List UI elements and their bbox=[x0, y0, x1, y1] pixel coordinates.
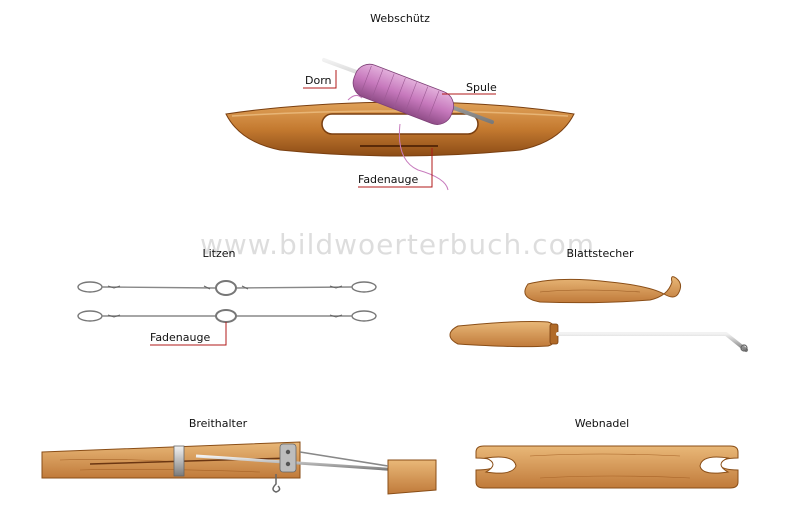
title-litzen: Litzen bbox=[202, 247, 236, 260]
title-webschuetz: Webschütz bbox=[370, 12, 430, 25]
label-fadenauge-shuttle: Fadenauge bbox=[358, 173, 419, 186]
title-blattstecher: Blattstecher bbox=[566, 247, 634, 260]
shuttle-illustration bbox=[225, 58, 575, 191]
reed-hook-illustration bbox=[449, 276, 748, 352]
heddles-illustration bbox=[77, 280, 377, 346]
label-fadenauge-heddle: Fadenauge bbox=[150, 331, 211, 344]
label-dorn: Dorn bbox=[305, 74, 332, 87]
label-spule: Spule bbox=[466, 81, 497, 94]
title-webnadel: Webnadel bbox=[574, 417, 630, 430]
title-breithalter: Breithalter bbox=[188, 417, 248, 430]
weaving-needle-illustration bbox=[475, 445, 739, 489]
spool bbox=[352, 63, 455, 125]
temple-illustration bbox=[41, 441, 437, 495]
watermark: www.bildwoerterbuch.com bbox=[200, 228, 595, 261]
